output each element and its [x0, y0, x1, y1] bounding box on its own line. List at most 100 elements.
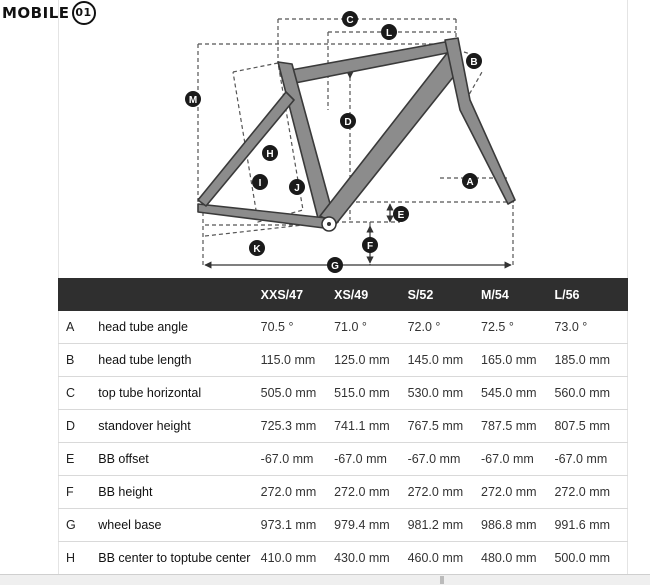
svg-text:G: G [331, 261, 339, 272]
row-name: BB center to toptube center [98, 541, 261, 575]
label-b: B [466, 53, 482, 69]
cell-value: 145.0 mm [407, 343, 482, 377]
cell-value: 70.5 ° [260, 311, 335, 344]
bottom-bracket [321, 216, 337, 232]
horizontal-scrollbar[interactable] [0, 574, 650, 585]
cell-value: 741.1 mm [334, 409, 408, 443]
cell-value: 272.0 mm [334, 475, 408, 509]
cell-value: 272.0 mm [554, 475, 628, 509]
cell-value: 410.0 mm [260, 541, 335, 575]
row-name: top tube horizontal [98, 376, 261, 410]
row-code: E [58, 442, 99, 476]
label-g: G [327, 257, 343, 273]
svg-text:A: A [466, 177, 473, 188]
row-code: A [58, 311, 99, 344]
cell-value: 73.0 ° [554, 311, 628, 344]
cell-value: 500.0 mm [554, 541, 628, 575]
cell-value: 560.0 mm [554, 376, 628, 410]
cell-value: 72.0 ° [407, 311, 482, 344]
cell-value: 973.1 mm [260, 508, 335, 542]
cell-value: 115.0 mm [260, 343, 335, 377]
label-k: K [249, 240, 265, 256]
cell-value: 272.0 mm [481, 475, 555, 509]
logo-mark-icon: 01 [71, 1, 96, 25]
header-size-xxs47: XXS/47 [260, 278, 335, 311]
label-j: J [289, 179, 305, 195]
logo-text: MOBILE [2, 4, 70, 22]
cell-value: 545.0 mm [481, 376, 555, 410]
cell-value: -67.0 mm [334, 442, 408, 476]
table-row: B head tube length 115.0 mm 125.0 mm 145… [58, 343, 628, 377]
cell-value: 430.0 mm [334, 541, 408, 575]
cell-value: 530.0 mm [407, 376, 482, 410]
row-code: C [58, 376, 99, 410]
header-cell [58, 278, 99, 311]
cell-value: 725.3 mm [260, 409, 335, 443]
cell-value: 272.0 mm [407, 475, 482, 509]
table-row: D standover height 725.3 mm 741.1 mm 767… [58, 409, 628, 443]
cell-value: -67.0 mm [260, 442, 335, 476]
cell-value: 979.4 mm [334, 508, 408, 542]
header-cell [98, 278, 261, 311]
row-name: standover height [98, 409, 261, 443]
dimension-labels: C L B M D H I J A E F K G [185, 11, 482, 273]
cell-value: 165.0 mm [481, 343, 555, 377]
cell-value: 272.0 mm [260, 475, 335, 509]
row-name: head tube length [98, 343, 261, 377]
label-m: M [185, 91, 201, 107]
cell-value: 460.0 mm [407, 541, 482, 575]
cell-value: 787.5 mm [481, 409, 555, 443]
label-c: C [342, 11, 358, 27]
cell-value: 981.2 mm [407, 508, 482, 542]
scrollbar-thumb[interactable] [440, 576, 444, 584]
table-row: E BB offset -67.0 mm -67.0 mm -67.0 mm -… [58, 442, 628, 476]
cell-value: 71.0 ° [334, 311, 408, 344]
svg-text:D: D [344, 117, 351, 128]
row-name: BB offset [98, 442, 261, 476]
table-row: C top tube horizontal 505.0 mm 515.0 mm … [58, 376, 628, 410]
cell-value: 480.0 mm [481, 541, 555, 575]
row-name: BB height [98, 475, 261, 509]
row-code: H [58, 541, 99, 575]
header-size-m54: M/54 [481, 278, 555, 311]
label-h: H [262, 145, 278, 161]
header-size-s52: S/52 [407, 278, 482, 311]
row-code: B [58, 343, 99, 377]
label-i: I [252, 174, 268, 190]
cell-value: 991.6 mm [554, 508, 628, 542]
svg-text:H: H [266, 149, 273, 160]
label-a: A [462, 173, 478, 189]
cell-value: 807.5 mm [554, 409, 628, 443]
table-header-row: XXS/47 XS/49 S/52 M/54 L/56 [58, 278, 628, 311]
table-row: H BB center to toptube center 410.0 mm 4… [58, 541, 628, 575]
svg-text:E: E [398, 210, 405, 221]
label-f: F [362, 237, 378, 253]
svg-text:B: B [470, 57, 477, 68]
header-size-l56: L/56 [554, 278, 628, 311]
header-size-xs49: XS/49 [334, 278, 408, 311]
row-name: head tube angle [98, 311, 261, 344]
cell-value: 515.0 mm [334, 376, 408, 410]
cell-value: 505.0 mm [260, 376, 335, 410]
geometry-table: XXS/47 XS/49 S/52 M/54 L/56 A head tube … [58, 278, 628, 575]
cell-value: -67.0 mm [481, 442, 555, 476]
cell-value: 125.0 mm [334, 343, 408, 377]
svg-text:F: F [367, 241, 373, 252]
label-l: L [381, 24, 397, 40]
svg-text:K: K [253, 244, 261, 255]
cell-value: -67.0 mm [554, 442, 628, 476]
bike-geometry-diagram: C L B M D H I J A E F K G [185, 11, 516, 273]
label-e: E [393, 206, 409, 222]
cell-value: 986.8 mm [481, 508, 555, 542]
row-code: G [58, 508, 99, 542]
site-logo: MOBILE 01 [2, 1, 96, 25]
row-name: wheel base [98, 508, 261, 542]
svg-text:L: L [386, 28, 392, 39]
cell-value: 185.0 mm [554, 343, 628, 377]
table-row: A head tube angle 70.5 ° 71.0 ° 72.0 ° 7… [58, 311, 628, 344]
bike-frame [197, 37, 516, 229]
label-d: D [340, 113, 356, 129]
cell-value: 767.5 mm [407, 409, 482, 443]
table-row: G wheel base 973.1 mm 979.4 mm 981.2 mm … [58, 508, 628, 542]
row-code: D [58, 409, 99, 443]
